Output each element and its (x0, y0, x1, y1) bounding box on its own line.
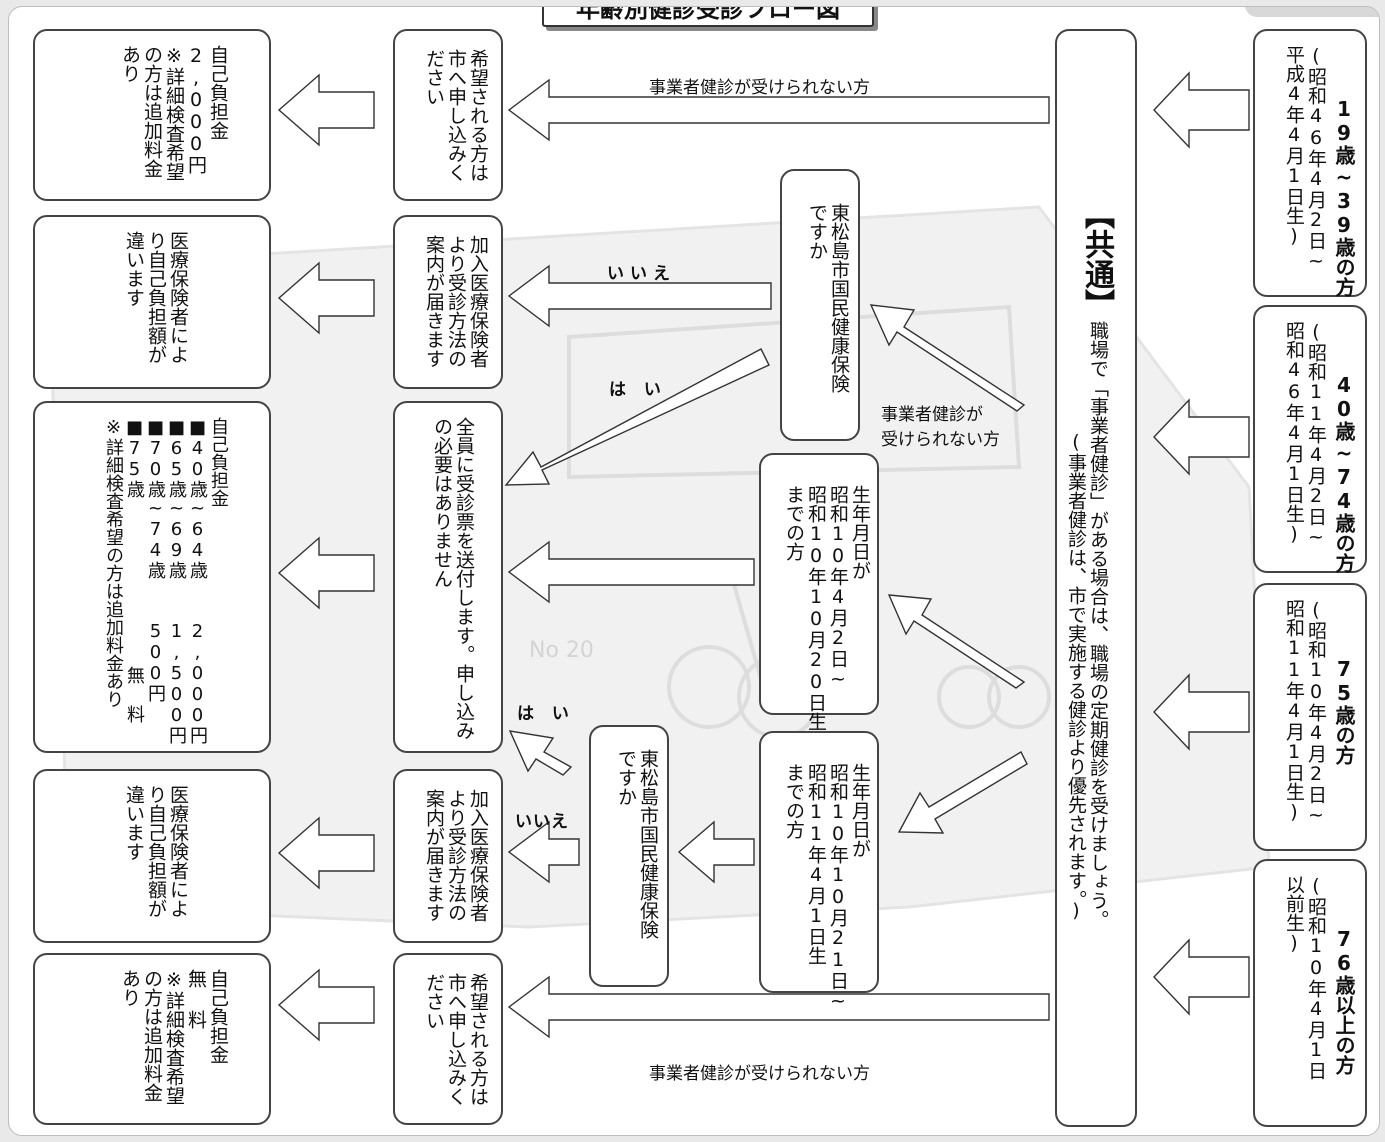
arrow-kokuho-lower-no (507, 820, 580, 884)
arrow-birth-lower-to-kokuho (677, 820, 755, 884)
question-text: 東松島市国民健康保険 ですか (615, 749, 659, 939)
age-box-40-74: 40歳~74歳の方 (昭和11年4月2日~ 昭和46年4月1日生) (1253, 305, 1367, 573)
arrow-birth-upper-to-send (507, 540, 755, 604)
label-no-business-mid-1: 事業者健診が (881, 405, 983, 425)
common-box: 【共通】 職場で「事業者健診」がある場合は、職場の定期健診を受けましょう。 (事… (1055, 29, 1137, 1127)
cost-text: 医療保険者によ り自己負担額が 違います (123, 231, 189, 364)
arrow-send-to-cost (277, 536, 375, 610)
action-apply-top: 希望される方は 市へ申し込みく ださい (393, 29, 503, 201)
cost-bottom: 自己負担金 無 料 ※詳細検査希望 の方は追加料金 あり (33, 953, 271, 1125)
age-box-19-39: 19歳~39歳の方 (昭和46年4月2日~ 平成4年4月1日生) (1253, 29, 1367, 297)
arrow-common-to-kokuho-upper (869, 304, 1026, 412)
arrow-age-19-to-common (1153, 71, 1250, 149)
cost-text: 医療保険者によ り自己負担額が 違います (123, 785, 189, 918)
action-text: 全員に受診票を送付します。申し込み の必要はありません (431, 417, 475, 740)
label-no-business-mid-2: 受けられない方 (881, 430, 1000, 450)
arrow-age-75-to-common (1153, 673, 1250, 751)
arrow-apply-top-to-cost (277, 73, 375, 147)
age-label: 19歳~39歳の方 (1332, 97, 1356, 297)
question-birth-upper: 生年月日が 昭和10年4月2日~ 昭和10年10月20日生 までの方 (759, 453, 879, 731)
age-range: (昭和46年4月2日~ 平成4年4月1日生) (1283, 45, 1327, 272)
corner-tab (1245, 7, 1379, 17)
action-text: 希望される方は 市へ申し込みく ださい (423, 973, 489, 1106)
question-text: 東松島市国民健康保険 ですか (806, 203, 850, 393)
arrow-age-76-to-common (1153, 938, 1250, 1016)
arrow-kokuho-upper-yes (504, 348, 770, 486)
arrow-common-to-birth-lower (897, 751, 1028, 834)
action-insurer-upper: 加入医療保険者 より受診方法の 案内が届きます (393, 215, 503, 389)
arrow-common-to-birth-upper (887, 594, 1026, 689)
diagram-title: 年齢別健診受診フロー図 (542, 7, 874, 27)
arrow-insurer-upper-to-cost (277, 261, 375, 335)
action-text: 加入医療保険者 より受診方法の 案内が届きます (423, 235, 489, 368)
action-apply-bottom: 希望される方は 市へ申し込みく ださい (393, 953, 503, 1125)
cost-insurer-upper: 医療保険者によ り自己負担額が 違います (33, 215, 271, 389)
flow-arrows (277, 71, 1250, 1042)
cost-top: 自己負担金 2,000円 ※詳細検査希望 の方は追加料金 あり (33, 29, 271, 201)
age-box-76-plus: 76歳以上の方 (昭和10年4月1日 以前生) (1253, 859, 1367, 1127)
label-yes-upper: は い (609, 380, 667, 400)
common-line-1: 職場で「事業者健診」がある場合は、職場の定期健診を受けましょう。 (1087, 321, 1109, 929)
question-kokuho-lower: 東松島市国民健康保険 ですか (589, 725, 669, 987)
cost-text: 自己負担金 無 料 ※詳細検査希望 の方は追加料金 あり (119, 969, 229, 1105)
action-text: 加入医療保険者 より受診方法の 案内が届きます (423, 789, 489, 922)
question-text: 生年月日が 昭和10年10月21日~ 昭和11年4月1日生 までの方 (783, 763, 871, 1012)
age-range: (昭和11年4月2日~ 昭和46年4月1日生) (1283, 321, 1327, 548)
label-yes-lower: は い (517, 704, 575, 724)
age-range: (昭和10年4月1日 以前生) (1283, 875, 1327, 1080)
question-birth-lower: 生年月日が 昭和10年10月21日~ 昭和11年4月1日生 までの方 (759, 731, 879, 1012)
question-text: 生年月日が 昭和10年4月2日~ 昭和10年10月20日生 までの方 (783, 485, 871, 731)
label-no-business-bottom: 事業者健診が受けられない方 (649, 1064, 870, 1084)
age-label: 76歳以上の方 (1332, 927, 1356, 1075)
age-label: 75歳の方 (1332, 657, 1356, 765)
arrow-age-40-to-common (1153, 398, 1250, 476)
arrow-common-to-apply-top (507, 78, 1050, 142)
cost-text: 自己負担金 ■40歳~64歳 2,000円 ■65歳~69歳 1,500円 ■7… (103, 417, 229, 744)
age-box-75: 75歳の方 (昭和10年4月2日~ 昭和11年4月1日生) (1253, 583, 1367, 851)
arrow-insurer-lower-to-cost (277, 816, 375, 890)
arrow-apply-bottom-to-cost (277, 968, 375, 1042)
question-kokuho-upper: 東松島市国民健康保険 ですか (780, 169, 860, 441)
label-no-upper: いいえ (607, 264, 676, 284)
arrow-common-to-apply-bottom (507, 975, 1050, 1039)
action-send-all: 全員に受診票を送付します。申し込み の必要はありません (393, 401, 503, 753)
label-no-business-top: 事業者健診が受けられない方 (649, 78, 870, 98)
label-no-lower: いいえ (515, 812, 569, 832)
cost-middle: 自己負担金 ■40歳~64歳 2,000円 ■65歳~69歳 1,500円 ■7… (33, 401, 271, 753)
action-text: 希望される方は 市へ申し込みく ださい (423, 49, 489, 182)
cost-insurer-lower: 医療保険者によ り自己負担額が 違います (33, 769, 271, 943)
age-range: (昭和10年4月2日~ 昭和11年4月1日生) (1283, 599, 1327, 826)
flow-frame: No 20 年齢別健診受診フロー図 (8, 6, 1380, 1136)
common-line-2: (事業者健診は、市で実施する健診より優先されます。) (1065, 431, 1087, 922)
cost-text: 自己負担金 2,000円 ※詳細検査希望 の方は追加料金 あり (119, 45, 229, 181)
age-label: 40歳~74歳の方 (1332, 373, 1356, 573)
arrow-kokuho-lower-yes (508, 730, 573, 776)
common-heading: 【共通】 (1079, 199, 1114, 319)
action-insurer-lower: 加入医療保険者 より受診方法の 案内が届きます (393, 769, 503, 943)
arrow-kokuho-upper-no (507, 264, 772, 328)
